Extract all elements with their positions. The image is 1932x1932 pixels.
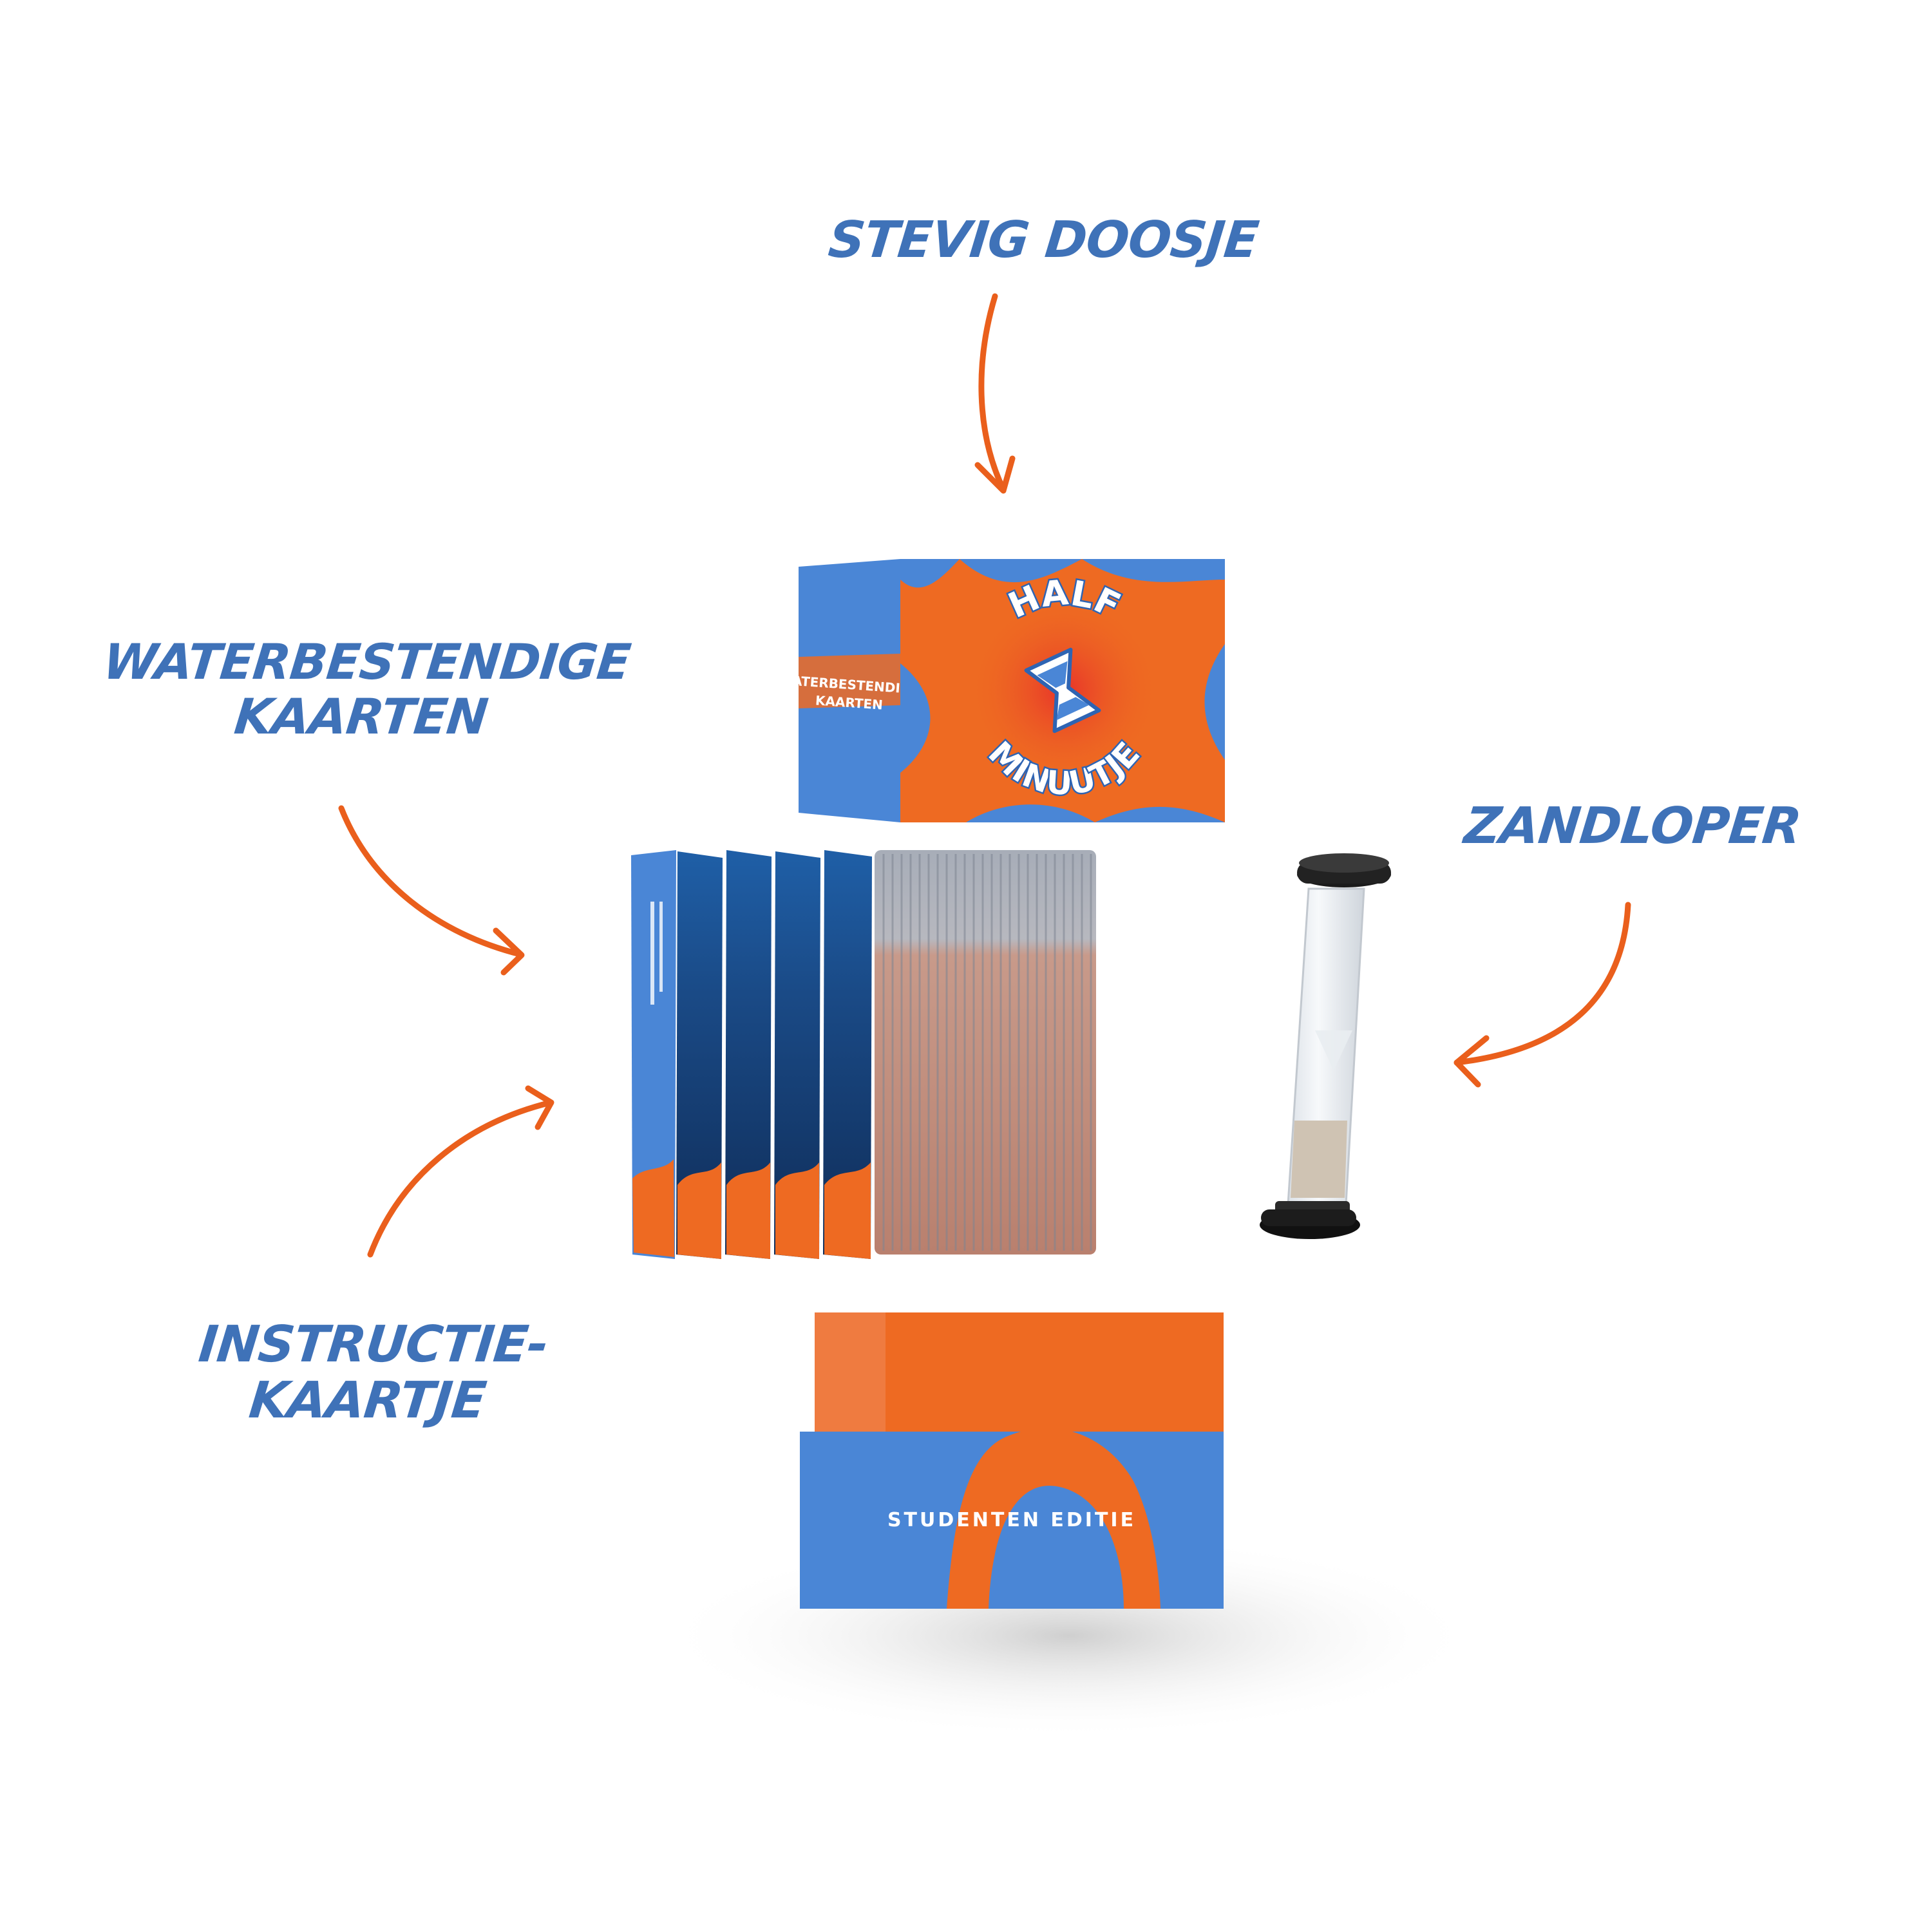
arrow-to-sandglass-icon (1454, 902, 1631, 1088)
instruction-card (631, 850, 676, 1259)
card-deck (631, 850, 1096, 1259)
card-stack (875, 850, 1096, 1255)
hourglass-logo-icon (1024, 647, 1101, 734)
sandglass (1260, 853, 1391, 1239)
game-card-4 (823, 850, 872, 1259)
base-orange-arch (947, 1432, 1160, 1609)
game-card-1 (676, 851, 723, 1259)
arrow-to-instruction-icon (367, 1085, 554, 1258)
box-base: STUDENTEN EDITIE (800, 1312, 1224, 1609)
arrow-to-cards-icon (338, 805, 525, 976)
base-edition-label: STUDENTEN EDITIE (887, 1509, 1136, 1531)
game-card-2 (725, 850, 772, 1259)
box-lid: WATERBESTENDIGE KAARTEN HALF MINUUTJE (778, 559, 1225, 822)
arrow-to-box-icon (974, 293, 1016, 494)
game-card-3 (774, 851, 820, 1259)
